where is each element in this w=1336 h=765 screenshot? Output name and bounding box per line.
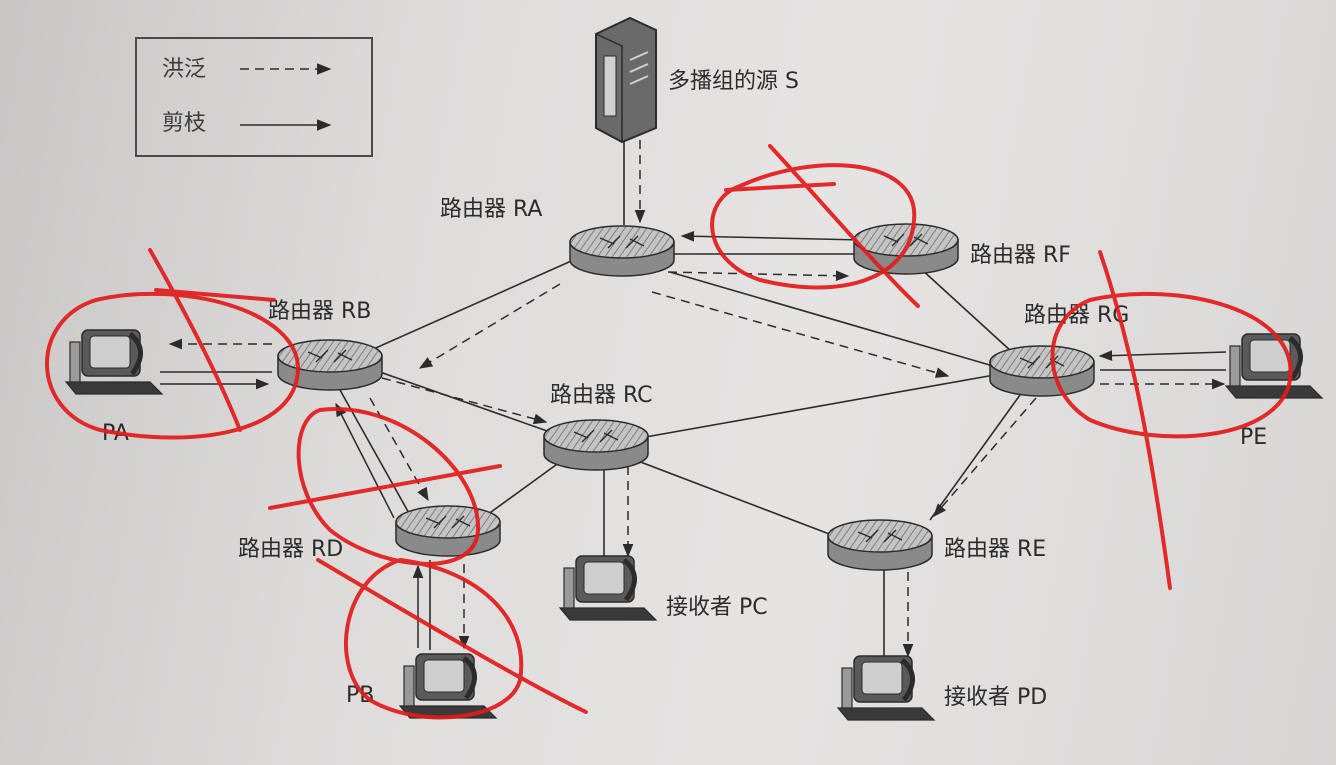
- annotation-circle-rd: [296, 407, 481, 566]
- annotation-line-rg: [1098, 250, 1172, 590]
- router-rd-label: 路由器 RD: [238, 537, 343, 562]
- computer-icon: [838, 656, 934, 720]
- router-re: 路由器 RE: [827, 519, 1046, 571]
- annotation-cross-rf-2: [724, 182, 836, 192]
- annotation-cross-rd: [268, 464, 502, 510]
- router-icon: [543, 419, 649, 471]
- host-pa: PA: [66, 330, 162, 446]
- legend-prune-label: 剪枝: [162, 111, 206, 136]
- annotation-circle-rf: [710, 163, 917, 290]
- router-ra: 路由器 RA: [440, 197, 675, 277]
- prune-arrows: [160, 230, 1227, 648]
- router-icon: [827, 519, 933, 571]
- computer-icon: [400, 654, 496, 718]
- source-label: 多播组的源 S: [668, 69, 799, 94]
- host-pe-label: PE: [1240, 425, 1267, 450]
- annotation-cross-rf-1: [768, 144, 920, 308]
- host-pc-label: 接收者 PC: [666, 595, 768, 620]
- router-icon: [395, 505, 501, 557]
- router-icon: [569, 225, 675, 277]
- computer-icon: [1226, 334, 1322, 398]
- router-rb: 路由器 RB: [268, 299, 383, 391]
- host-pd-label: 接收者 PD: [944, 685, 1047, 710]
- red-annotations: [45, 144, 1293, 720]
- host-pd: 接收者 PD: [838, 656, 1047, 720]
- router-rc-label: 路由器 RC: [550, 383, 653, 408]
- host-pb-label: PB: [346, 683, 374, 708]
- router-re-label: 路由器 RE: [944, 537, 1046, 562]
- router-rb-label: 路由器 RB: [268, 299, 371, 324]
- router-rf: 路由器 RF: [853, 223, 1071, 275]
- router-rc: 路由器 RC: [543, 383, 653, 471]
- router-ra-label: 路由器 RA: [440, 197, 542, 222]
- computer-icon: [66, 330, 162, 394]
- router-icon: [989, 345, 1095, 397]
- annotation-cross-pa: [148, 248, 242, 432]
- annotation-cross-pb: [316, 558, 588, 714]
- computer-icon: [560, 556, 656, 620]
- annotation-cross-pa-2: [154, 288, 276, 302]
- host-pe: PE: [1226, 334, 1322, 450]
- legend: 洪泛 剪枝: [135, 37, 373, 157]
- legend-flood-label: 洪泛: [162, 57, 206, 82]
- annotation-circle-pa: [45, 291, 301, 440]
- links: [160, 130, 1226, 660]
- router-rd: 路由器 RD: [238, 505, 501, 562]
- annotation-circle-rg: [1050, 292, 1293, 439]
- host-pc: 接收者 PC: [560, 556, 768, 620]
- annotation-circle-pb: [344, 557, 524, 720]
- router-rf-label: 路由器 RF: [970, 243, 1071, 268]
- router-rg: 路由器 RG: [989, 303, 1129, 397]
- host-pb: PB: [346, 654, 496, 718]
- server-icon: [595, 16, 657, 144]
